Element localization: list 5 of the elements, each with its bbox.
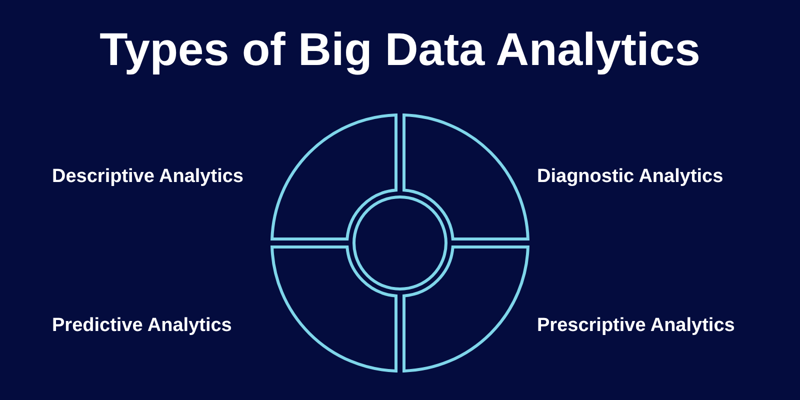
segment-label: Descriptive Analytics — [52, 166, 244, 188]
segment-label: Predictive Analytics — [52, 315, 232, 337]
segment-label: Diagnostic Analytics — [537, 166, 724, 188]
segment-label: Prescriptive Analytics — [537, 315, 735, 337]
title: Types of Big Data Analytics — [98, 22, 702, 76]
